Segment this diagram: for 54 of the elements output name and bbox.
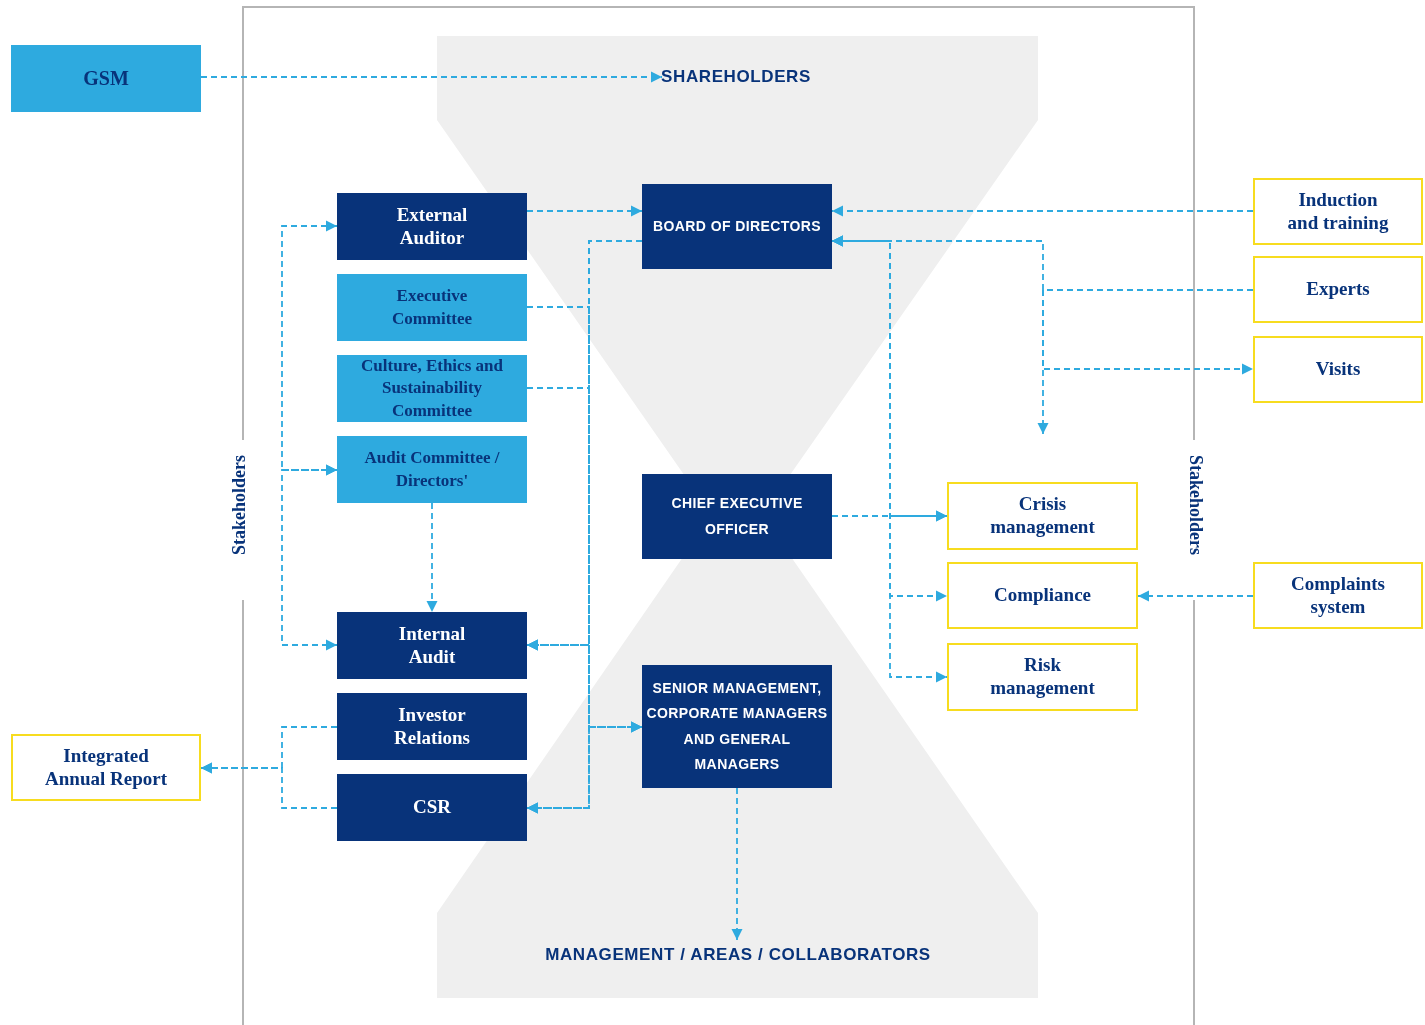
- box-label: Integrated Annual Report: [44, 744, 168, 791]
- governance-box: [642, 474, 832, 559]
- box-label: Induction and training: [1286, 188, 1390, 235]
- committee-box: [337, 436, 527, 503]
- box-label: Compliance: [993, 584, 1092, 607]
- side-label: Stakeholders: [1185, 455, 1206, 555]
- function-box: [337, 193, 527, 260]
- committee-box: [337, 274, 527, 341]
- box-label: BOARD OF DIRECTORS: [653, 216, 821, 236]
- box-label: Risk management: [989, 654, 1096, 700]
- box-label: Culture, Ethics and Sustainability Committee: [360, 355, 504, 422]
- dashed-arrow: [831, 235, 948, 683]
- stakeholder-box: [1253, 178, 1423, 245]
- stakeholder-box: [1253, 562, 1423, 629]
- function-box: [337, 693, 527, 760]
- section-heading: SHAREHOLDERS: [661, 67, 811, 87]
- function-box: [337, 612, 527, 679]
- box-label: CSR: [413, 796, 451, 819]
- dashed-arrow: [1037, 289, 1254, 435]
- box-label: Investor Relations: [393, 703, 471, 750]
- dashed-arrow: [831, 205, 1254, 217]
- dashed-arrow: [831, 510, 948, 522]
- box-label: Complaints system: [1290, 572, 1386, 619]
- box-label: SENIOR MANAGEMENT, CORPORATE MANAGERS AND GENERAL MANAGERS: [646, 679, 828, 774]
- governance-box: [642, 184, 832, 269]
- section-heading: MANAGEMENT / AREAS / COLLABORATORS: [545, 945, 931, 965]
- stakeholder-box: [947, 482, 1138, 550]
- dashed-arrow: [281, 464, 338, 651]
- dashed-arrow: [200, 71, 663, 83]
- stakeholder-box: [1253, 256, 1423, 323]
- dashed-arrow: [200, 762, 338, 809]
- meeting-box: [11, 45, 201, 112]
- box-label: Audit Committee / Directors': [363, 447, 501, 492]
- side-label: Stakeholders: [229, 455, 250, 555]
- stakeholder-box: [1253, 336, 1423, 403]
- function-box: [337, 774, 527, 841]
- dashed-arrow: [731, 787, 743, 941]
- stakeholder-box: [947, 562, 1138, 629]
- dashed-arrow: [526, 387, 590, 814]
- dashed-arrow: [426, 502, 438, 613]
- box-label: GSM: [83, 67, 129, 90]
- governance-box: [642, 665, 832, 788]
- dashed-arrow: [526, 205, 643, 217]
- dashed-arrow: [1137, 590, 1254, 602]
- box-label: Visits: [1315, 358, 1361, 381]
- box-label: Experts: [1306, 278, 1370, 301]
- box-label: Executive Committee: [390, 285, 474, 330]
- box-label: CHIEF EXECUTIVE OFFICER: [670, 494, 804, 539]
- stakeholder-box: [11, 734, 201, 801]
- box-label: Crisis management: [989, 493, 1096, 539]
- committee-box: [337, 355, 527, 422]
- box-label: External Auditor: [395, 203, 469, 250]
- box-label: Internal Audit: [397, 622, 467, 669]
- stakeholder-box: [947, 643, 1138, 711]
